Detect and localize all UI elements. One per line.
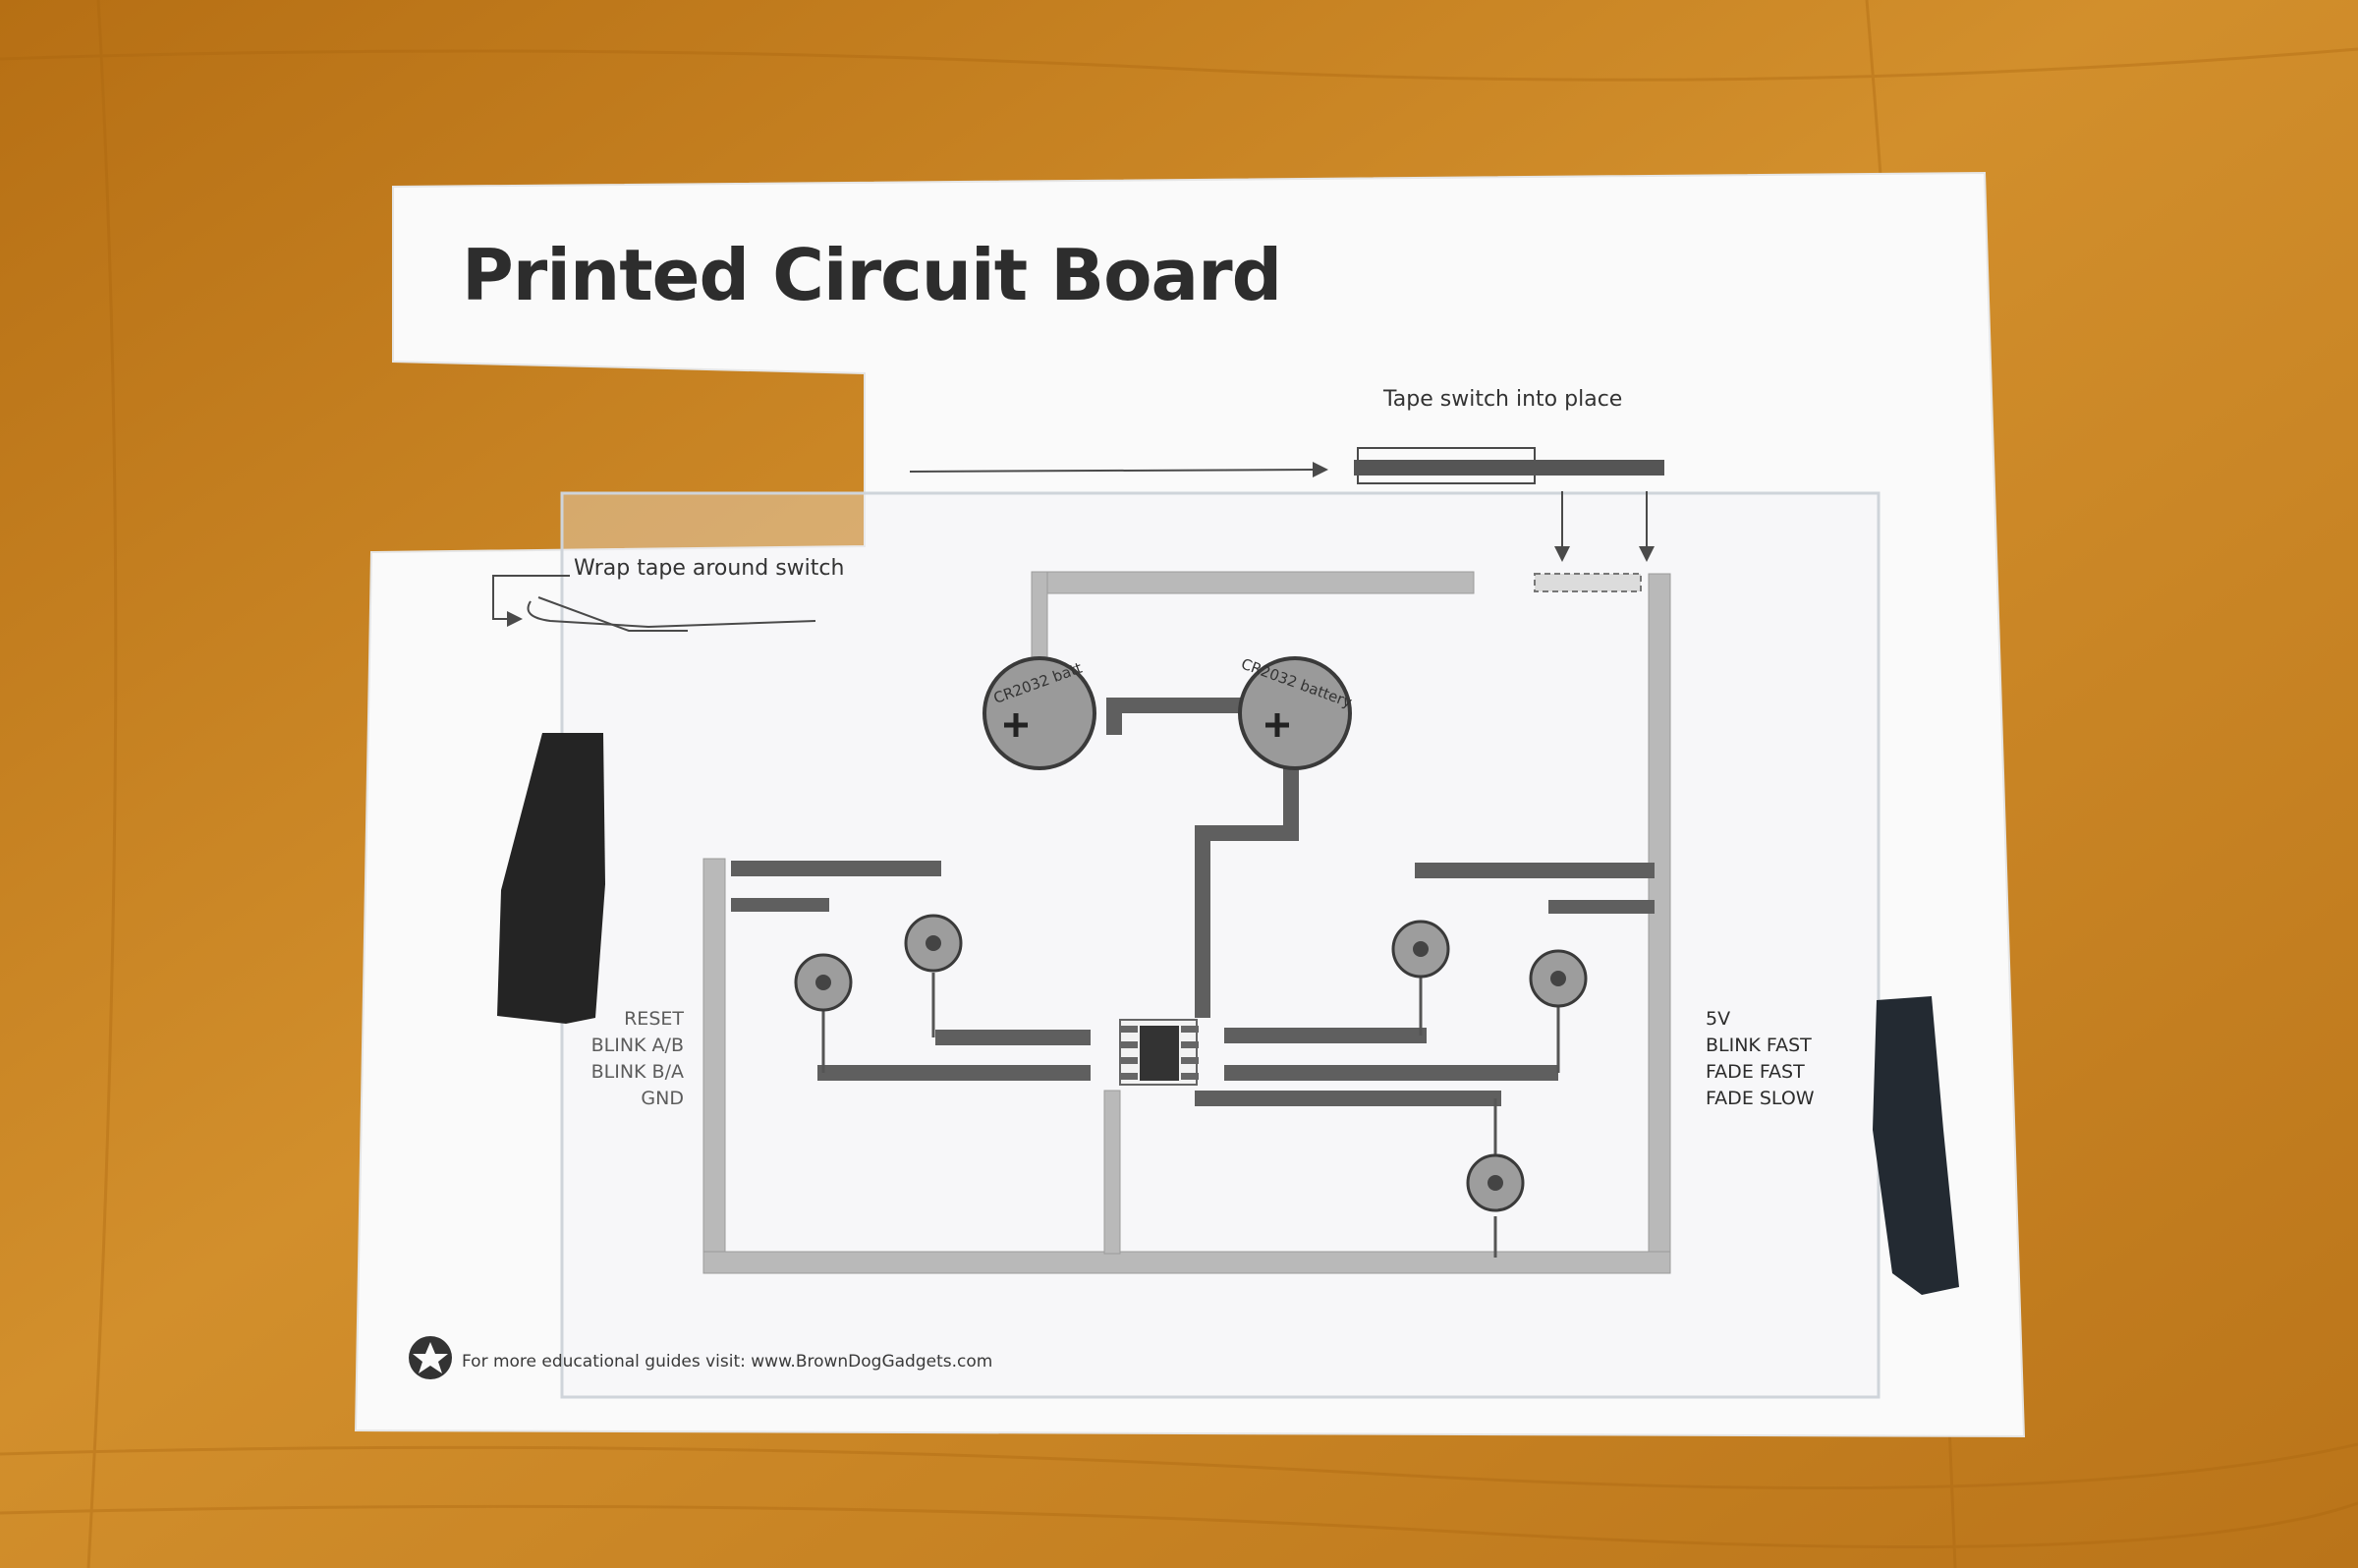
pin-label: BLINK A/B (590, 1035, 684, 1056)
right-pin-labels: 5V BLINK FAST FADE FAST FADE SLOW (1706, 1006, 1815, 1112)
pin-label: 5V (1706, 1008, 1731, 1030)
footer-text: For more educational guides visit: www.B… (462, 1352, 993, 1372)
pin-label: FADE FAST (1706, 1061, 1805, 1083)
pin-label: FADE SLOW (1706, 1088, 1815, 1109)
battery-1 (982, 656, 1096, 770)
tape-right (1873, 996, 1959, 1295)
led-centers (815, 935, 1566, 1191)
star-logo-icon (409, 1336, 452, 1379)
pin-label: BLINK FAST (1706, 1035, 1812, 1056)
pin-label: GND (641, 1088, 684, 1109)
circuit-traces (702, 571, 1671, 1274)
battery-2 (1238, 656, 1352, 770)
microchip (1119, 1019, 1199, 1086)
paper-sheet (354, 171, 2026, 1438)
switch-gap-marker (1534, 573, 1642, 592)
switch-note: Tape switch into place (1383, 387, 1623, 412)
left-pin-labels: RESET BLINK A/B BLINK B/A GND (550, 1006, 684, 1112)
tape-left (497, 733, 605, 1024)
switch-diagram (909, 447, 1664, 562)
page-title: Printed Circuit Board (462, 234, 1282, 316)
wrap-note: Wrap tape around switch (574, 556, 845, 581)
printed-wires (731, 698, 1655, 1106)
wrap-tape-diagram (492, 575, 816, 632)
pin-label: BLINK B/A (590, 1061, 684, 1083)
pin-label: RESET (624, 1008, 684, 1030)
